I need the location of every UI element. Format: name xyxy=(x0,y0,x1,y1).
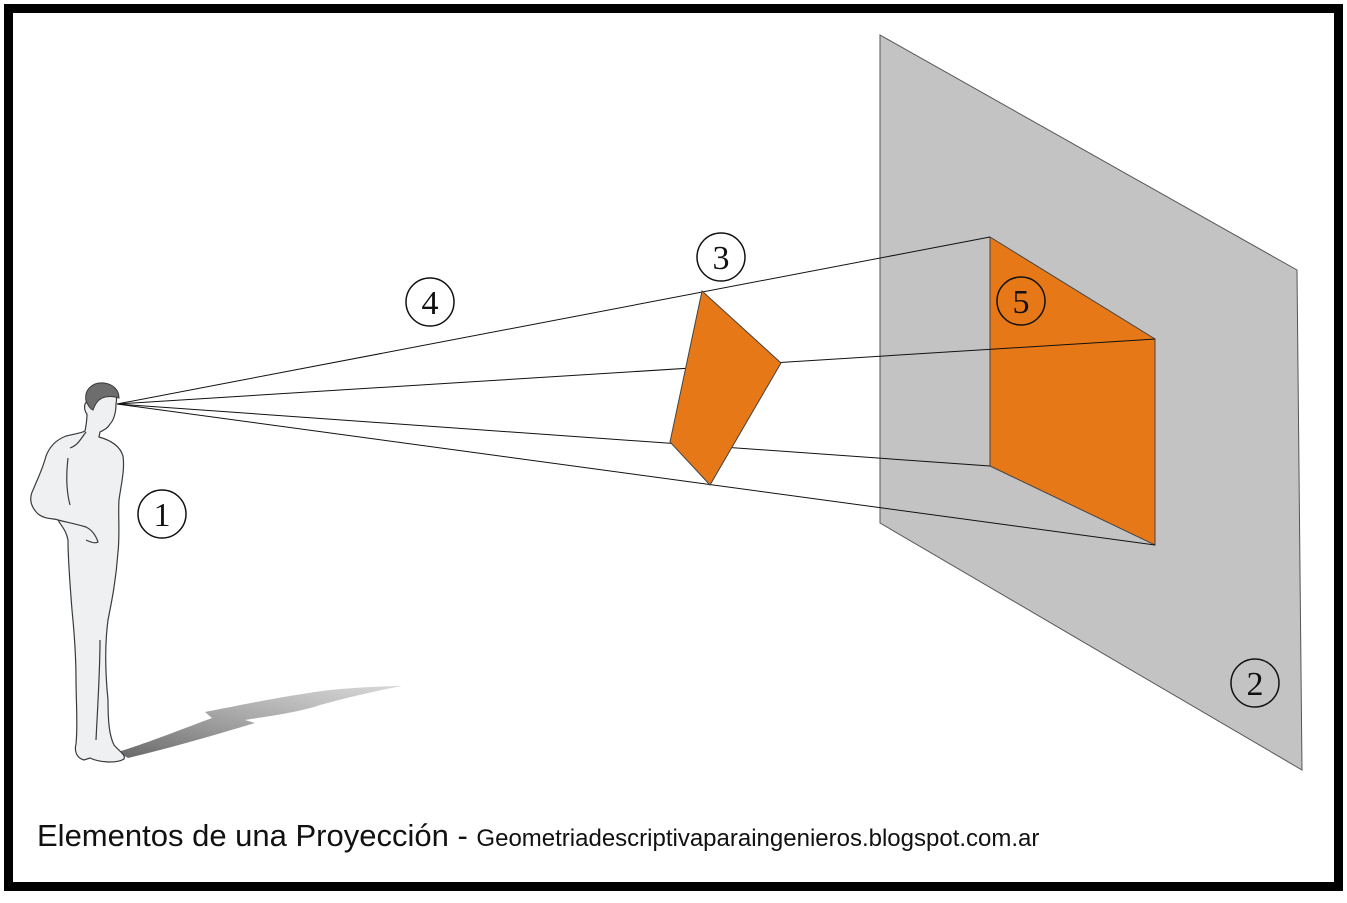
observer-figure xyxy=(30,383,125,763)
figure-shadow xyxy=(118,686,402,758)
outer-frame xyxy=(4,4,1343,891)
caption-website: Geometriadescriptivaparaingenieros.blogs… xyxy=(476,825,1040,852)
projection-ray xyxy=(116,403,991,467)
marker-2-label: 2 xyxy=(1247,666,1264,703)
marker-5-label: 5 xyxy=(1013,284,1030,321)
marker-4: 4 xyxy=(405,277,455,327)
projection-ray xyxy=(116,338,1156,405)
marker-2: 2 xyxy=(1230,658,1280,708)
projected-object xyxy=(669,290,782,486)
projection-ray xyxy=(116,403,1156,546)
caption-separator: - xyxy=(448,818,477,853)
marker-4-label: 4 xyxy=(422,285,439,322)
figure-hair xyxy=(85,382,120,411)
marker-1-label: 1 xyxy=(154,497,171,534)
marker-3-label: 3 xyxy=(713,240,730,277)
caption-title: Elementos de una Proyección xyxy=(37,818,449,853)
projection-rays xyxy=(116,236,1156,546)
marker-5: 5 xyxy=(996,276,1046,326)
projection-ray xyxy=(116,236,991,405)
caption: Elementos de una Proyección - Geometriad… xyxy=(37,818,1039,854)
marker-1: 1 xyxy=(137,489,187,539)
marker-3: 3 xyxy=(696,232,746,282)
